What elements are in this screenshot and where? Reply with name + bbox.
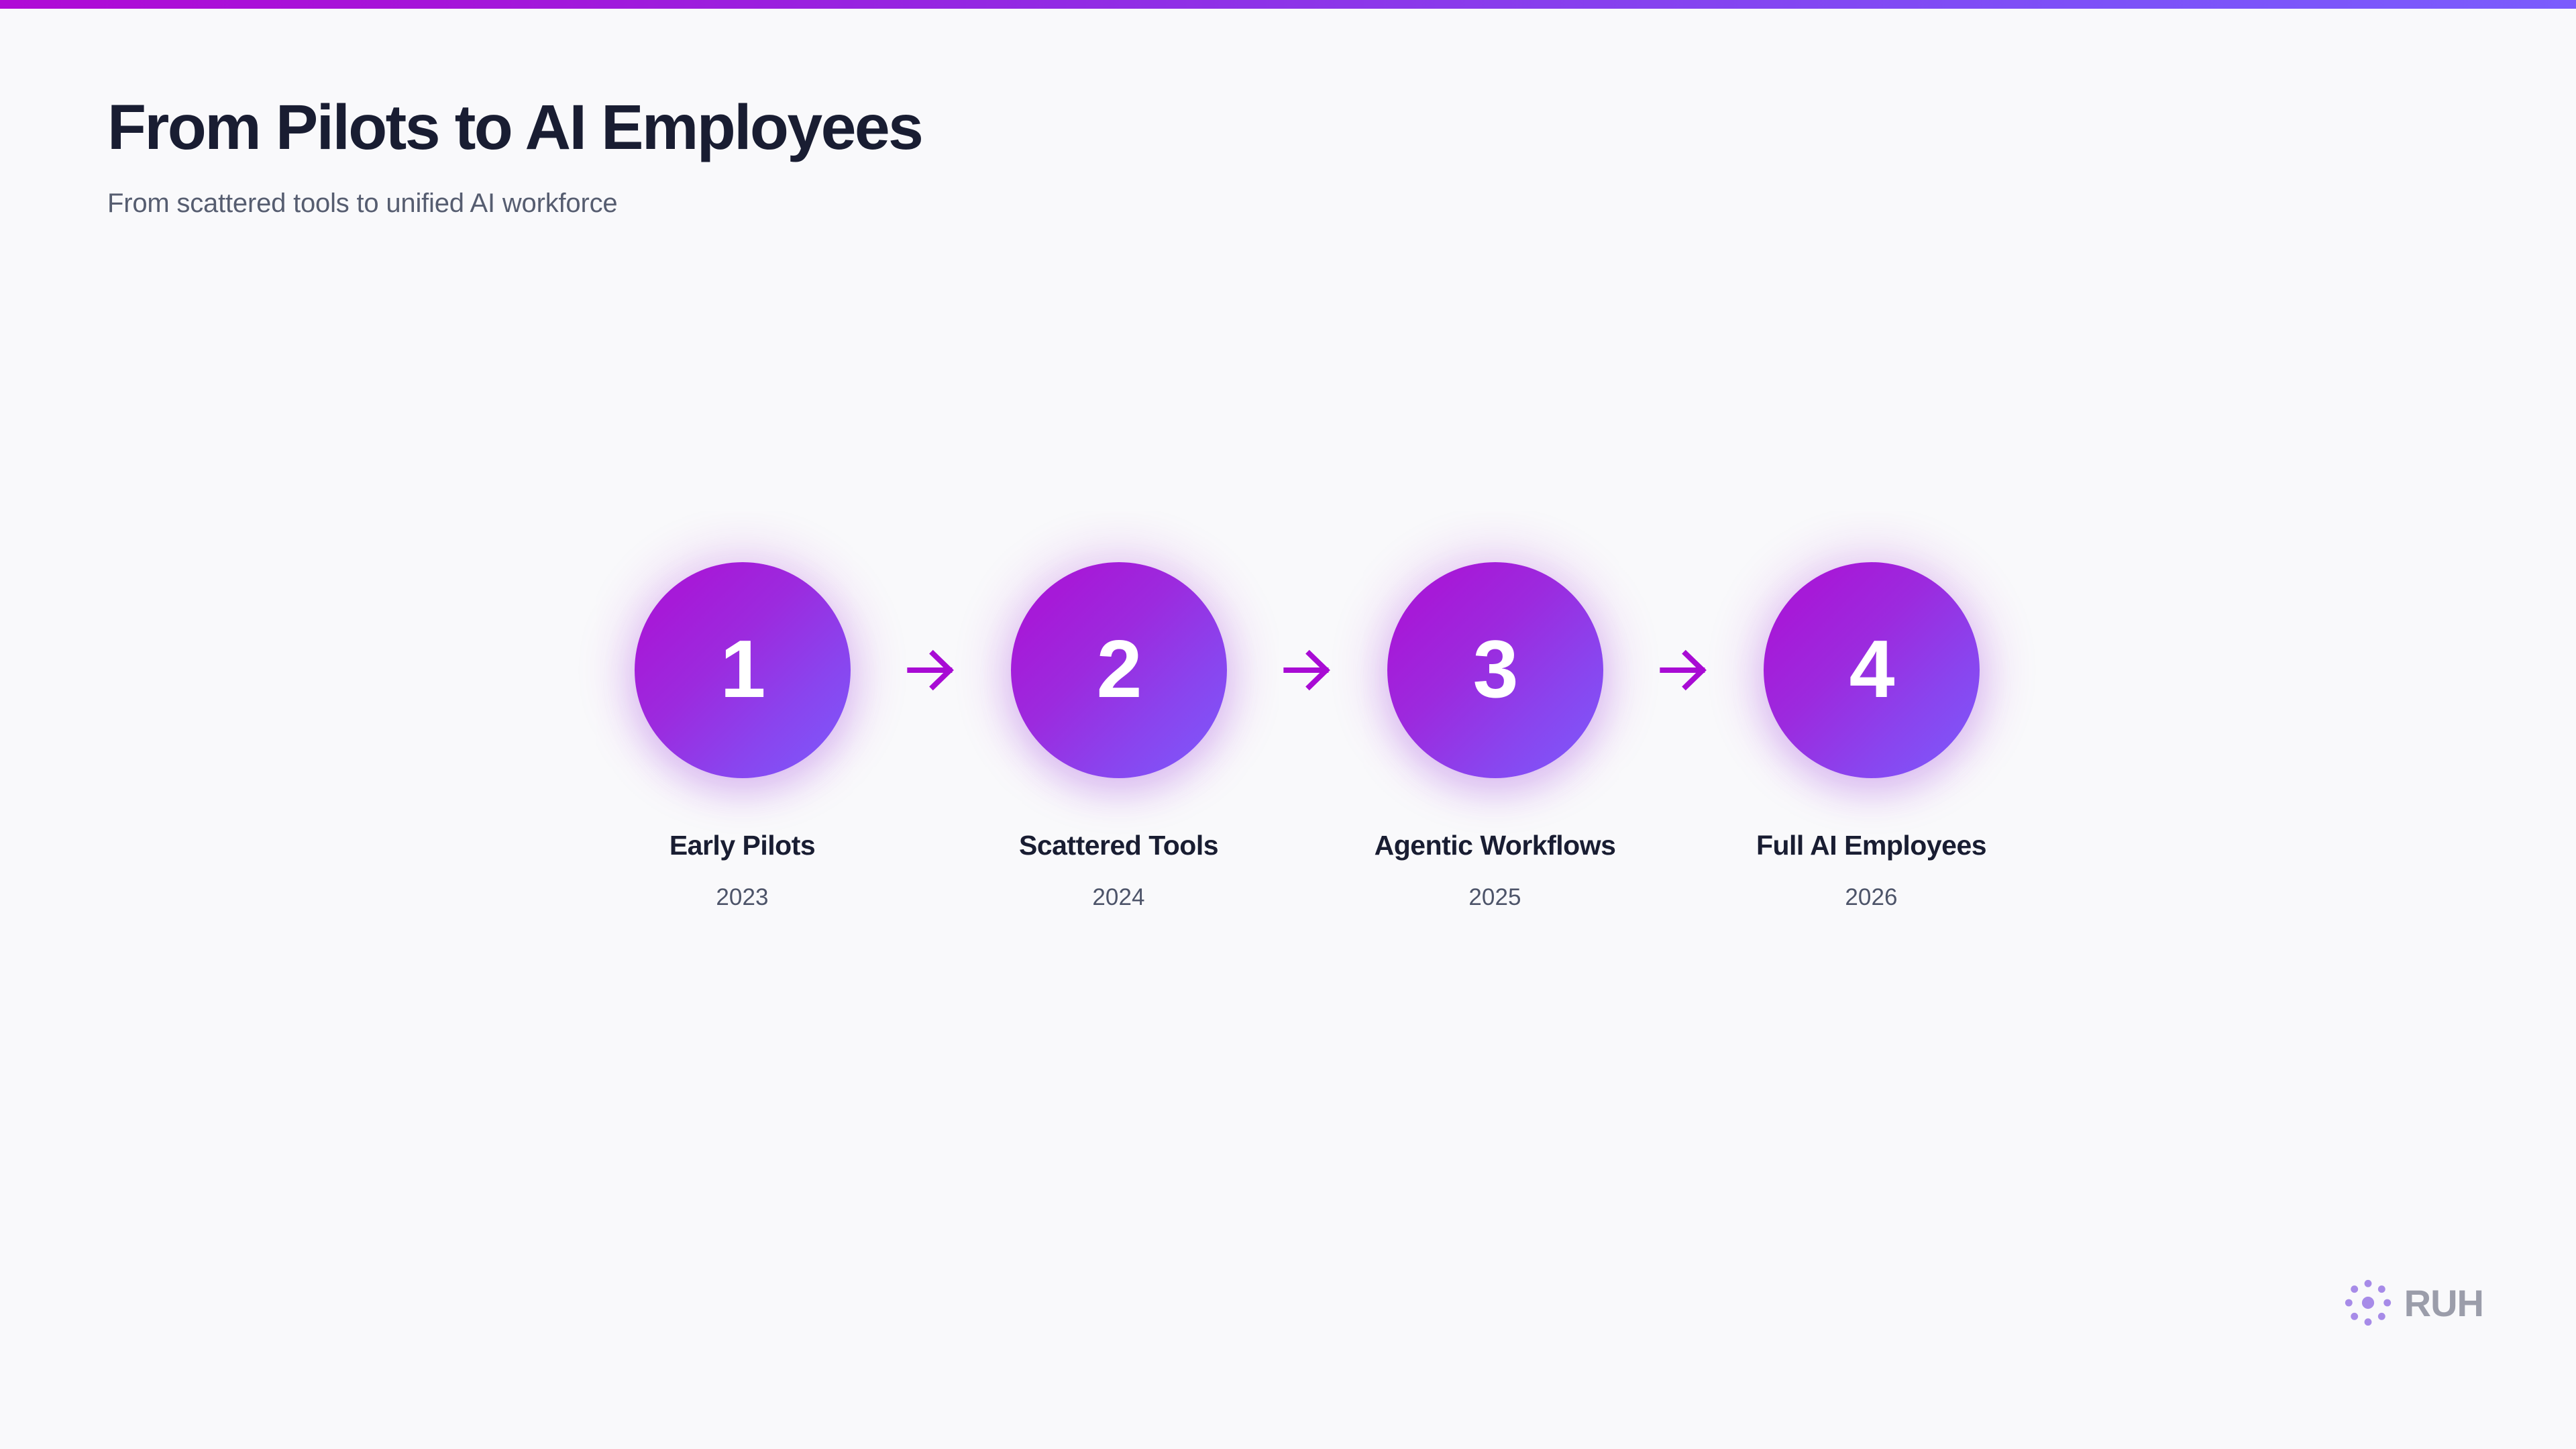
step-number-2: 2 — [1096, 623, 1142, 714]
slide-header: From Pilots to AI Employees From scatter… — [107, 94, 1851, 221]
arrow-right-icon — [1276, 639, 1338, 701]
connector-2-3 — [1227, 562, 1387, 778]
brand-name: RUH — [2404, 1282, 2484, 1324]
step-circle-2[interactable]: 2 — [1010, 562, 1227, 778]
step-number-1: 1 — [720, 623, 766, 714]
arrow-right-icon — [1652, 639, 1714, 701]
step-number-4: 4 — [1849, 623, 1895, 714]
step-label-2: Scattered Tools — [1018, 830, 1219, 861]
step-year-3: 2025 — [1468, 884, 1521, 911]
ruh-dot-burst-logo-icon — [2340, 1275, 2396, 1331]
step-circle-4[interactable]: 4 — [1763, 562, 1980, 778]
timeline-row: 1 Early Pilots 2023 2 Scattered Tools 20… — [0, 562, 2576, 938]
timeline-step-3[interactable]: 3 Agentic Workflows 2025 — [1375, 562, 1616, 912]
timeline-step-1[interactable]: 1 Early Pilots 2023 — [634, 562, 851, 912]
step-circle-3[interactable]: 3 — [1387, 562, 1603, 778]
step-label-3: Agentic Workflows — [1374, 830, 1616, 861]
connector-1-2 — [851, 562, 1011, 778]
timeline-step-2[interactable]: 2 Scattered Tools 2024 — [1010, 562, 1227, 912]
step-label-1: Early Pilots — [669, 830, 816, 861]
step-year-2: 2024 — [1092, 884, 1145, 911]
step-year-4: 2026 — [1845, 884, 1898, 911]
timeline-step-4[interactable]: 4 Full AI Employees 2026 — [1756, 562, 1987, 912]
connector-3-4 — [1603, 562, 1764, 778]
top-accent-bar — [0, 0, 2576, 9]
step-label-4: Full AI Employees — [1756, 830, 1987, 861]
page-subtitle: From scattered tools to unified AI workf… — [107, 188, 618, 218]
step-circle-1[interactable]: 1 — [634, 562, 851, 778]
brand-logo: RUH — [2340, 1275, 2484, 1331]
step-number-3: 3 — [1472, 623, 1519, 714]
step-year-1: 2023 — [716, 884, 769, 911]
page-title: From Pilots to AI Employees — [107, 92, 924, 163]
arrow-right-icon — [900, 639, 961, 701]
